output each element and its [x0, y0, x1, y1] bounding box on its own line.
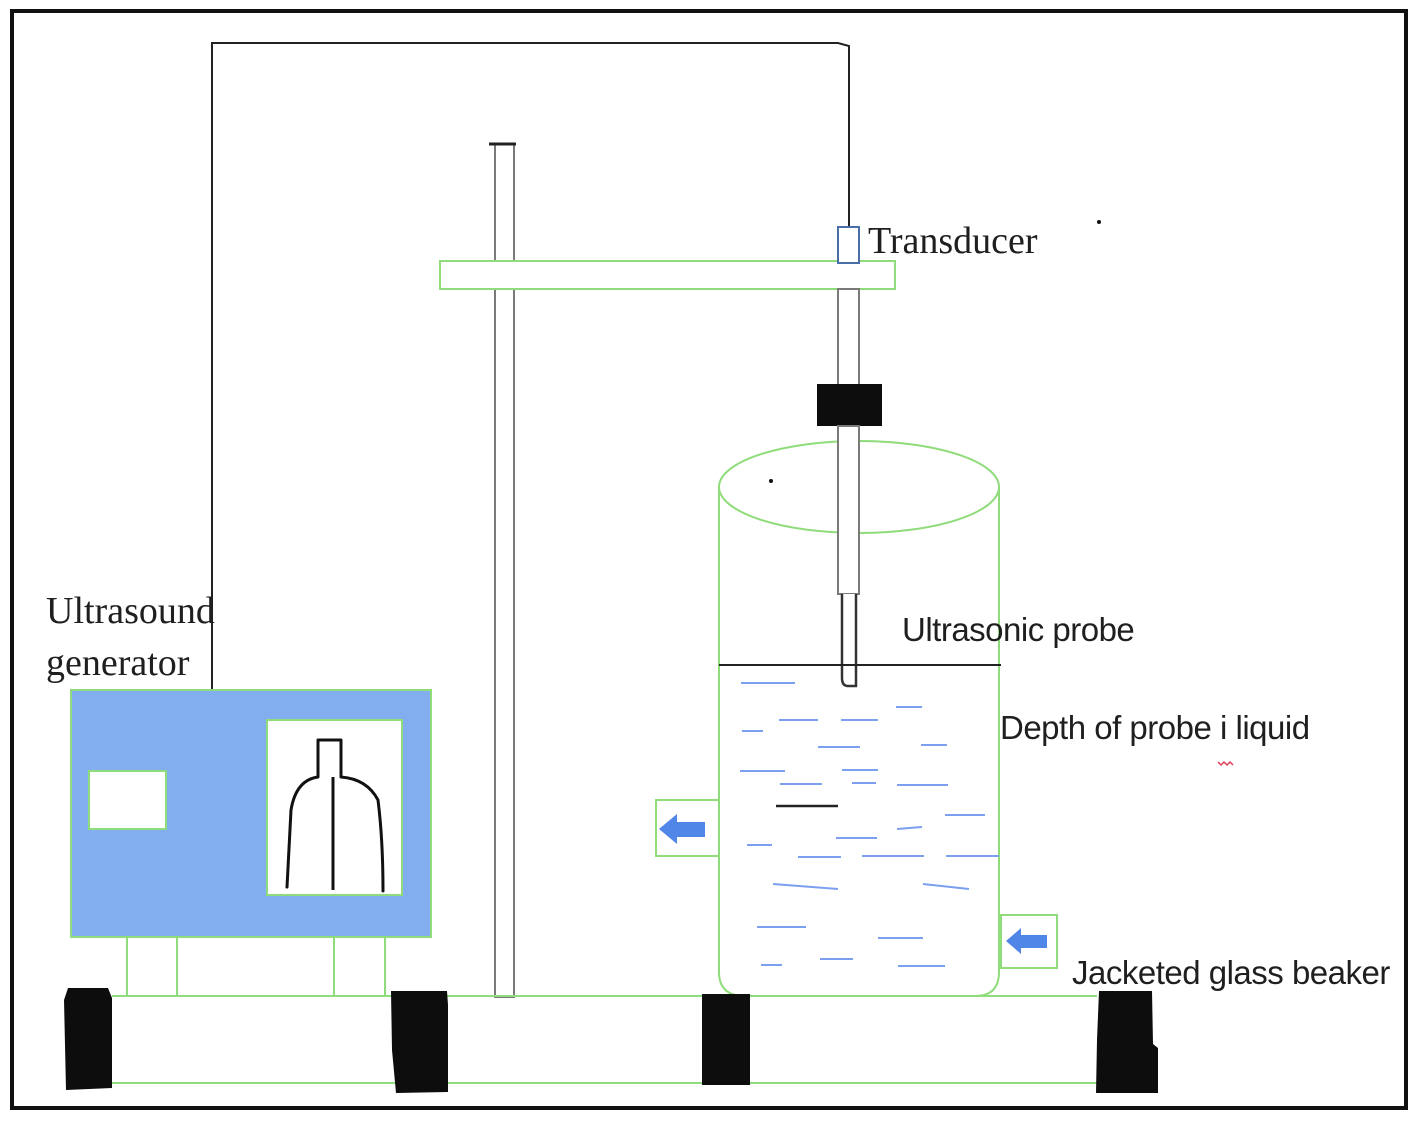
base-foot-4: [1096, 991, 1158, 1093]
jacket-outlet-arrow: [655, 799, 720, 857]
base-foot-2: [391, 991, 448, 1093]
stray-dot: [1097, 220, 1101, 224]
ultrasound-generator: [70, 689, 432, 997]
generator-label-line-2: generator: [46, 642, 190, 684]
probe-sketch-icon: [285, 738, 385, 893]
base-foot-3: [702, 994, 750, 1085]
transducer-label: Transducer: [868, 220, 1038, 262]
generator-cable: [211, 42, 850, 692]
clamp-bar: [439, 260, 896, 290]
probe-holder-block: [817, 384, 882, 426]
ultrasonic-probe-label: Ultrasonic probe: [902, 611, 1135, 648]
generator-label: Ultrasound generator: [46, 585, 215, 689]
beaker-label: Jacketed glass beaker: [1072, 954, 1390, 991]
spellcheck-squiggle: [1217, 760, 1234, 767]
generator-leg-left: [126, 936, 178, 997]
probe-horn-lower: [837, 425, 860, 595]
generator-display: [88, 770, 167, 830]
outer-frame: [10, 9, 1408, 1110]
base-foot-1: [64, 988, 112, 1090]
generator-leg-right: [333, 936, 386, 997]
ultrasonic-probe-tip: [840, 594, 858, 688]
probe-depth-label: Depth of probe i liquid: [1000, 709, 1310, 746]
stray-dot: [769, 479, 773, 483]
liquid-dashes: [740, 682, 999, 967]
generator-label-line-1: Ultrasound: [46, 590, 215, 632]
jacket-inlet-arrow: [1000, 914, 1058, 969]
base-platform: [112, 995, 1097, 1084]
transducer: [837, 226, 860, 264]
